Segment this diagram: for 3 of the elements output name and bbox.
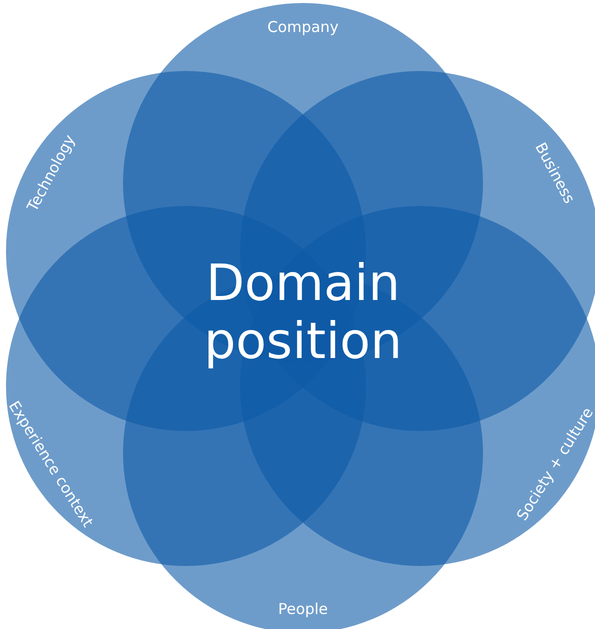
center-title: Domain position — [202, 254, 404, 370]
circle-label: People — [278, 600, 328, 618]
circle-label: Company — [267, 18, 339, 36]
